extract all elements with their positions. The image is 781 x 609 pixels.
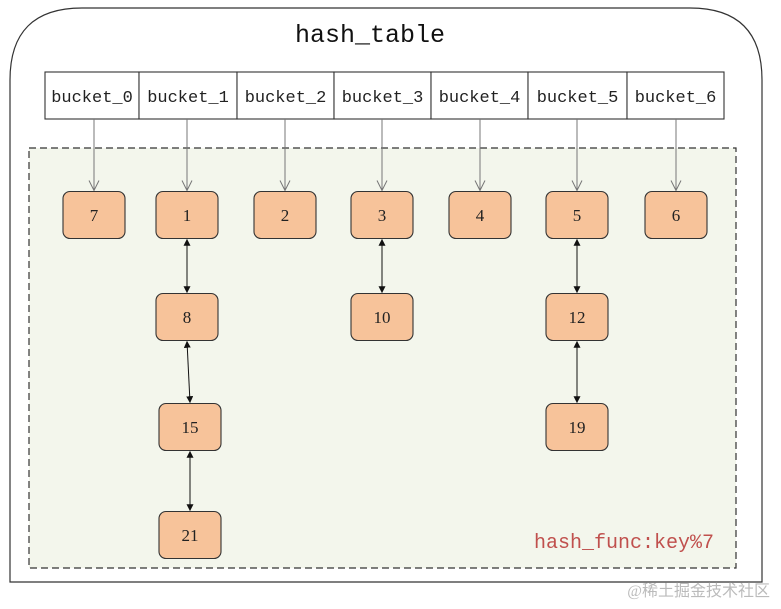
chain-node-value: 8 xyxy=(183,308,192,327)
hash-func-label: hash_func:key%7 xyxy=(534,532,714,555)
chain-node-value: 10 xyxy=(374,308,391,327)
chain-node-value: 2 xyxy=(281,206,290,225)
chain-node-value: 7 xyxy=(90,206,99,225)
chain-nodes: 7 1 8 15 21 2 3 10 4 5 12 19 6 xyxy=(62,190,708,560)
bucket-label: bucket_3 xyxy=(342,89,424,108)
bucket-label: bucket_1 xyxy=(147,89,229,108)
chain-node-box xyxy=(155,292,219,342)
bucket-label: bucket_2 xyxy=(245,89,327,108)
chain-node-value: 1 xyxy=(183,206,192,225)
chain-node-box xyxy=(545,292,609,342)
chain-node-value: 19 xyxy=(569,418,586,437)
chain-node-box xyxy=(253,190,317,240)
chain-node-box xyxy=(644,190,708,240)
chain-node: 19 xyxy=(545,402,609,452)
bucket-cell xyxy=(430,71,529,120)
chain-node: 4 xyxy=(448,190,512,240)
chain-node-value: 4 xyxy=(476,206,485,225)
chain-node: 5 xyxy=(545,190,609,240)
chain-node: 6 xyxy=(644,190,708,240)
chain-node-value: 12 xyxy=(569,308,586,327)
chain-node-box xyxy=(155,190,219,240)
chain-node-box xyxy=(448,190,512,240)
chain-node-value: 21 xyxy=(182,526,199,545)
chain-node: 15 xyxy=(158,402,222,452)
bucket-label: bucket_5 xyxy=(537,89,619,108)
chain-node-box xyxy=(350,292,414,342)
chain-node: 10 xyxy=(350,292,414,342)
chain-node-box xyxy=(545,402,609,452)
chain-node: 3 xyxy=(350,190,414,240)
chain-node: 8 xyxy=(155,292,219,342)
chain-node-box xyxy=(158,402,222,452)
chain-node-box xyxy=(158,510,222,560)
chain-node-value: 6 xyxy=(672,206,681,225)
chain-node: 21 xyxy=(158,510,222,560)
chain-node: 12 xyxy=(545,292,609,342)
bucket-row: bucket_0 bucket_1 bucket_2 bucket_3 bucket_4… xyxy=(44,71,725,120)
watermark: @稀土掘金技术社区 xyxy=(627,582,770,600)
chain-node-box xyxy=(350,190,414,240)
bucket-label: bucket_0 xyxy=(51,89,133,108)
bucket-cell xyxy=(626,71,725,120)
bucket-label: bucket_4 xyxy=(439,89,521,108)
chain-node: 2 xyxy=(253,190,317,240)
bucket-cell xyxy=(236,71,335,120)
chain-node-box xyxy=(62,190,126,240)
hash-table-title: hash_table xyxy=(295,21,445,50)
chain-node-value: 5 xyxy=(573,206,582,225)
bucket-label: bucket_6 xyxy=(635,89,717,108)
chain-node: 1 xyxy=(155,190,219,240)
chain-node: 7 xyxy=(62,190,126,240)
chain-node-box xyxy=(545,190,609,240)
chain-link-arrow xyxy=(183,340,194,404)
bucket-cell xyxy=(527,71,628,120)
chain-links xyxy=(94,119,676,512)
chain-node-value: 3 xyxy=(378,206,387,225)
chain-node-value: 15 xyxy=(182,418,199,437)
bucket-cell xyxy=(138,71,238,120)
